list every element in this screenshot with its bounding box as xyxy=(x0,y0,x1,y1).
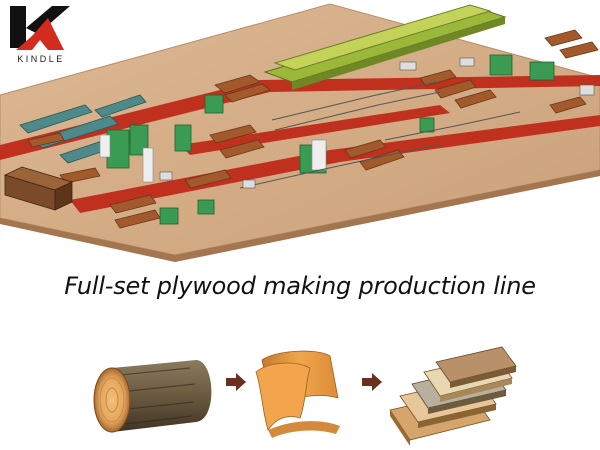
dryer-line-roof xyxy=(273,4,492,71)
red-walkway xyxy=(0,75,600,160)
log-icon xyxy=(93,360,212,433)
kindle-logo xyxy=(10,6,70,50)
conveyor-rails xyxy=(239,81,521,189)
page-title: Full-set plywood making production line xyxy=(64,272,536,300)
white-machine-housings xyxy=(99,134,327,183)
veneer-sheets-icon xyxy=(255,350,340,438)
arrow-icon xyxy=(362,373,382,391)
plywood-boards-icon xyxy=(389,346,517,446)
small-carts xyxy=(159,57,595,189)
veneer-stacks xyxy=(27,29,599,229)
log-pile xyxy=(3,166,74,211)
red-walkway xyxy=(70,115,600,213)
arrow-icon xyxy=(226,373,246,391)
brand-name: KINDLE xyxy=(17,54,65,64)
dryer-line xyxy=(292,17,505,90)
